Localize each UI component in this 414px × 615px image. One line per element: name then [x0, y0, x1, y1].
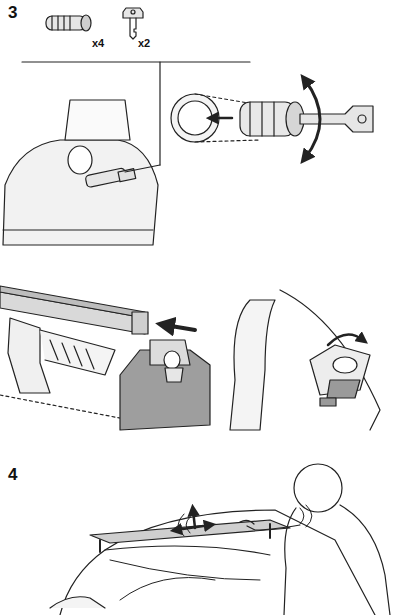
quantity-label: x2	[138, 38, 150, 49]
person	[240, 464, 390, 615]
key-turn-detail	[230, 290, 380, 430]
step-number: 4	[8, 466, 17, 483]
rack-foot	[3, 100, 160, 245]
step-number: 3	[8, 4, 17, 21]
quantity-label: x4	[92, 38, 104, 49]
key-icon	[123, 8, 143, 39]
lock-cylinder-icon	[46, 15, 91, 31]
lock-insert-detail	[171, 80, 373, 158]
rack-foot	[120, 340, 210, 430]
car-with-rack	[50, 510, 375, 615]
